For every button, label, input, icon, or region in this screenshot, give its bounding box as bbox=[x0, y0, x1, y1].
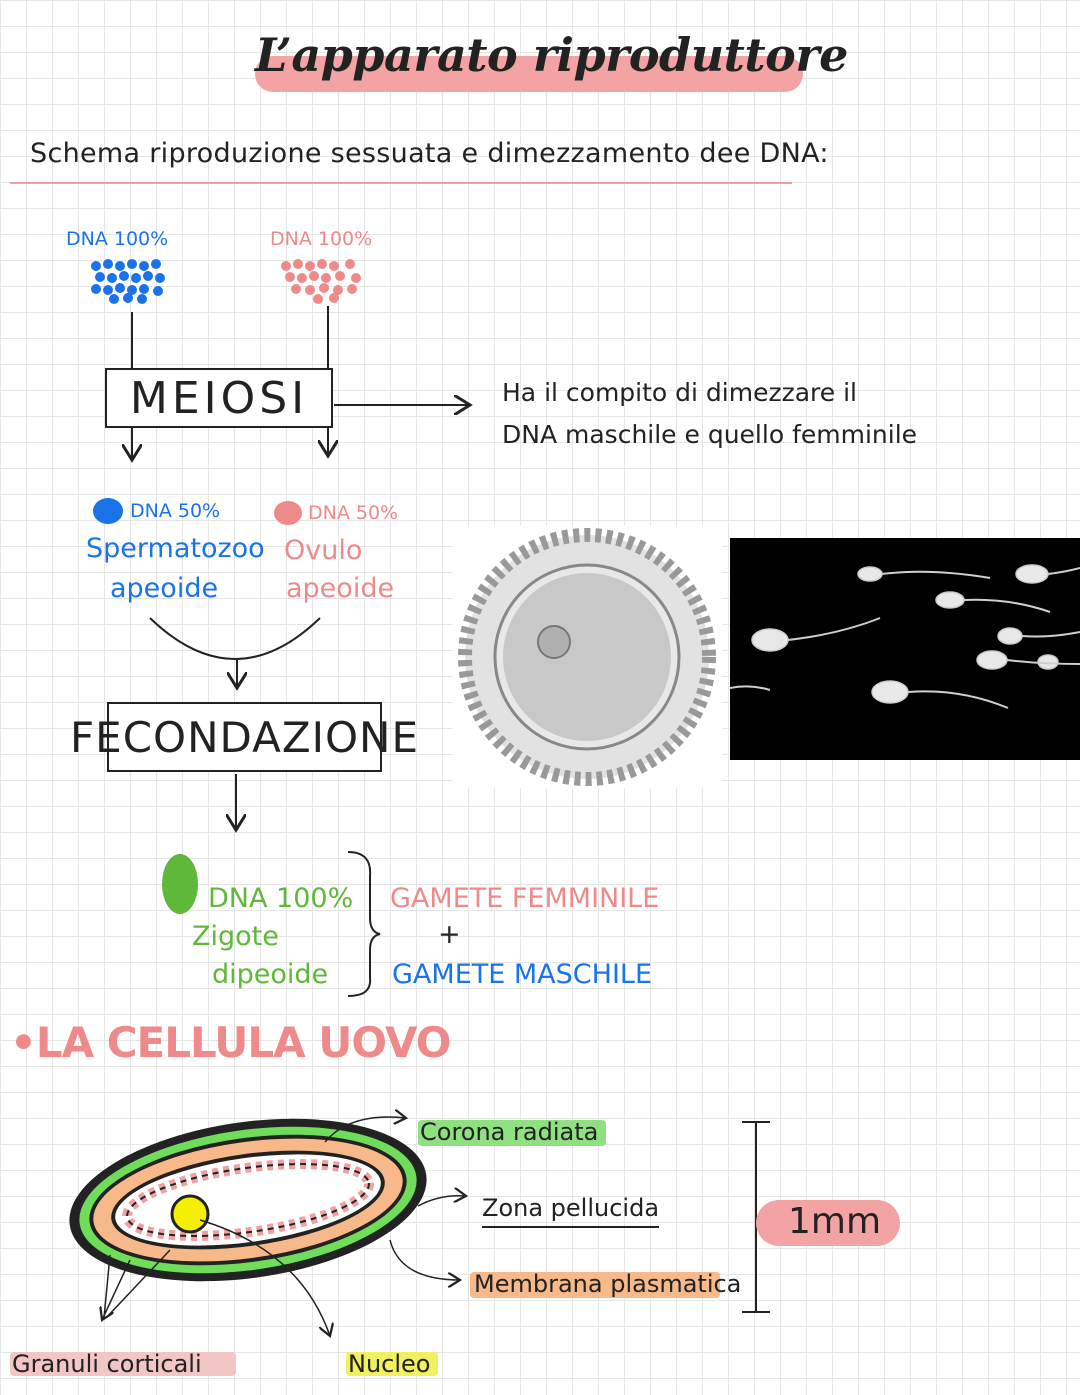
male-dna-dots bbox=[91, 259, 165, 304]
female-dna-dots bbox=[281, 259, 361, 304]
female-gamete-dna: DNA 50% bbox=[308, 502, 399, 524]
meiosi-box: MEIOSI bbox=[105, 368, 333, 428]
gamete-maschile-label: GAMETE MASCHILE bbox=[392, 959, 653, 990]
nucleus bbox=[170, 1194, 210, 1234]
nucleo-highlight bbox=[346, 1352, 438, 1376]
meiosi-note-line2: DNA maschile e quello femminile bbox=[502, 420, 918, 449]
granuli-highlight bbox=[10, 1352, 236, 1376]
label-corona-radiata: Corona radiata bbox=[420, 1118, 599, 1146]
female-parent-dna-label: DNA 100% bbox=[270, 228, 373, 250]
plus-sign: + bbox=[438, 919, 461, 950]
subtitle: Schema riproduzione sessuata e dimezzame… bbox=[30, 138, 829, 169]
male-gamete-dot bbox=[93, 498, 123, 524]
egg-cell-diagram bbox=[69, 1090, 740, 1390]
zygote-dna: DNA 100% bbox=[208, 883, 354, 914]
gamete-femminile-label: GAMETE FEMMINILE bbox=[390, 883, 660, 914]
fecondazione-box: FECONDAZIONE bbox=[70, 702, 418, 772]
male-gamete-type: apeoide bbox=[110, 573, 219, 604]
scale-highlight bbox=[756, 1200, 900, 1246]
subtitle-underline bbox=[10, 182, 792, 184]
scale-label: 1mm bbox=[788, 1201, 882, 1242]
section-title-cellula-uovo: •LA CELLULA UOVO bbox=[10, 1018, 451, 1067]
male-gamete-name: Spermatozoo bbox=[86, 533, 265, 564]
label-granuli-corticali: Granuli corticali bbox=[12, 1350, 202, 1378]
female-gamete-dot bbox=[274, 501, 302, 525]
corona-highlight bbox=[418, 1120, 606, 1146]
label-zona-pellucida: Zona pellucida bbox=[482, 1194, 660, 1228]
meiosi-note: Ha il compito di dimezzare il DNA maschi… bbox=[502, 372, 917, 456]
zygote-type: dipeoide bbox=[212, 959, 329, 990]
male-parent-dna-label: DNA 100% bbox=[66, 228, 169, 250]
meiosi-note-line1: Ha il compito di dimezzare il bbox=[502, 378, 857, 407]
page-title: L’apparato riproduttore bbox=[255, 28, 848, 82]
membrana-highlight bbox=[470, 1272, 720, 1298]
title-highlight bbox=[255, 56, 803, 92]
label-nucleo: Nucleo bbox=[348, 1350, 431, 1378]
zygote-name: Zigote bbox=[192, 921, 279, 952]
label-membrana-plasmatica: Membrana plasmatica bbox=[474, 1270, 742, 1298]
ovum-illustration bbox=[452, 526, 722, 788]
sperm-photo bbox=[730, 538, 1080, 760]
female-gamete-type: apeoide bbox=[286, 573, 395, 604]
female-gamete-name: Ovulo bbox=[284, 535, 363, 566]
zygote-shape bbox=[162, 854, 198, 914]
male-gamete-dna: DNA 50% bbox=[130, 500, 221, 522]
